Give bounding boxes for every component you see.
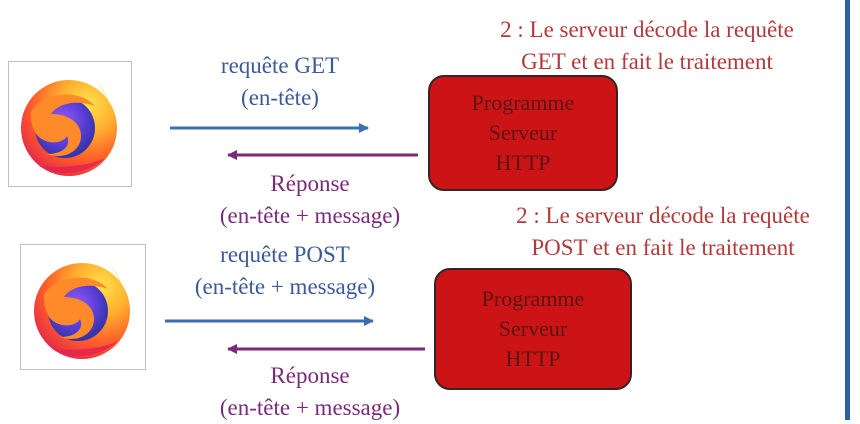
get-client-frame xyxy=(8,61,132,187)
get-response-line2: (en-tête + message) xyxy=(219,203,401,228)
firefox-logo-icon xyxy=(21,78,117,176)
post-response-line1: Réponse xyxy=(270,363,350,388)
get-server-line2: Serveur xyxy=(488,120,558,145)
get-note-line2: GET et en fait le traitement xyxy=(521,49,773,74)
post-note-line1: 2 : Le serveur décode la requête xyxy=(516,203,810,228)
get-request-line1: requête GET xyxy=(220,53,340,78)
post-client-frame xyxy=(20,244,146,370)
firefox-logo-icon xyxy=(34,261,130,359)
post-request-line1: requête POST xyxy=(220,242,350,267)
get-response-label: Réponse (en-tête + message) xyxy=(180,168,440,232)
right-border-line xyxy=(845,0,850,420)
post-server-line3: HTTP xyxy=(505,346,561,371)
get-server-note: 2 : Le serveur décode la requête GET et … xyxy=(452,14,842,78)
post-server-line1: Programme xyxy=(481,286,585,311)
get-server-line3: HTTP xyxy=(495,150,551,175)
get-server-box: Programme Serveur HTTP xyxy=(428,75,618,191)
get-request-line2: (en-tête) xyxy=(241,85,319,110)
get-note-line1: 2 : Le serveur décode la requête xyxy=(500,17,794,42)
post-note-line2: POST et en fait le traitement xyxy=(531,235,795,260)
get-request-label: requête GET (en-tête) xyxy=(190,50,370,114)
post-request-label: requête POST (en-tête + message) xyxy=(160,239,410,303)
post-server-line2: Serveur xyxy=(498,316,568,341)
post-response-line2: (en-tête + message) xyxy=(219,395,401,420)
post-response-label: Réponse (en-tête + message) xyxy=(180,360,440,424)
post-server-box: Programme Serveur HTTP xyxy=(434,268,632,390)
post-server-note: 2 : Le serveur décode la requête POST et… xyxy=(466,200,860,264)
get-server-line1: Programme xyxy=(471,90,575,115)
get-response-line1: Réponse xyxy=(270,171,350,196)
post-request-line2: (en-tête + message) xyxy=(194,274,376,299)
